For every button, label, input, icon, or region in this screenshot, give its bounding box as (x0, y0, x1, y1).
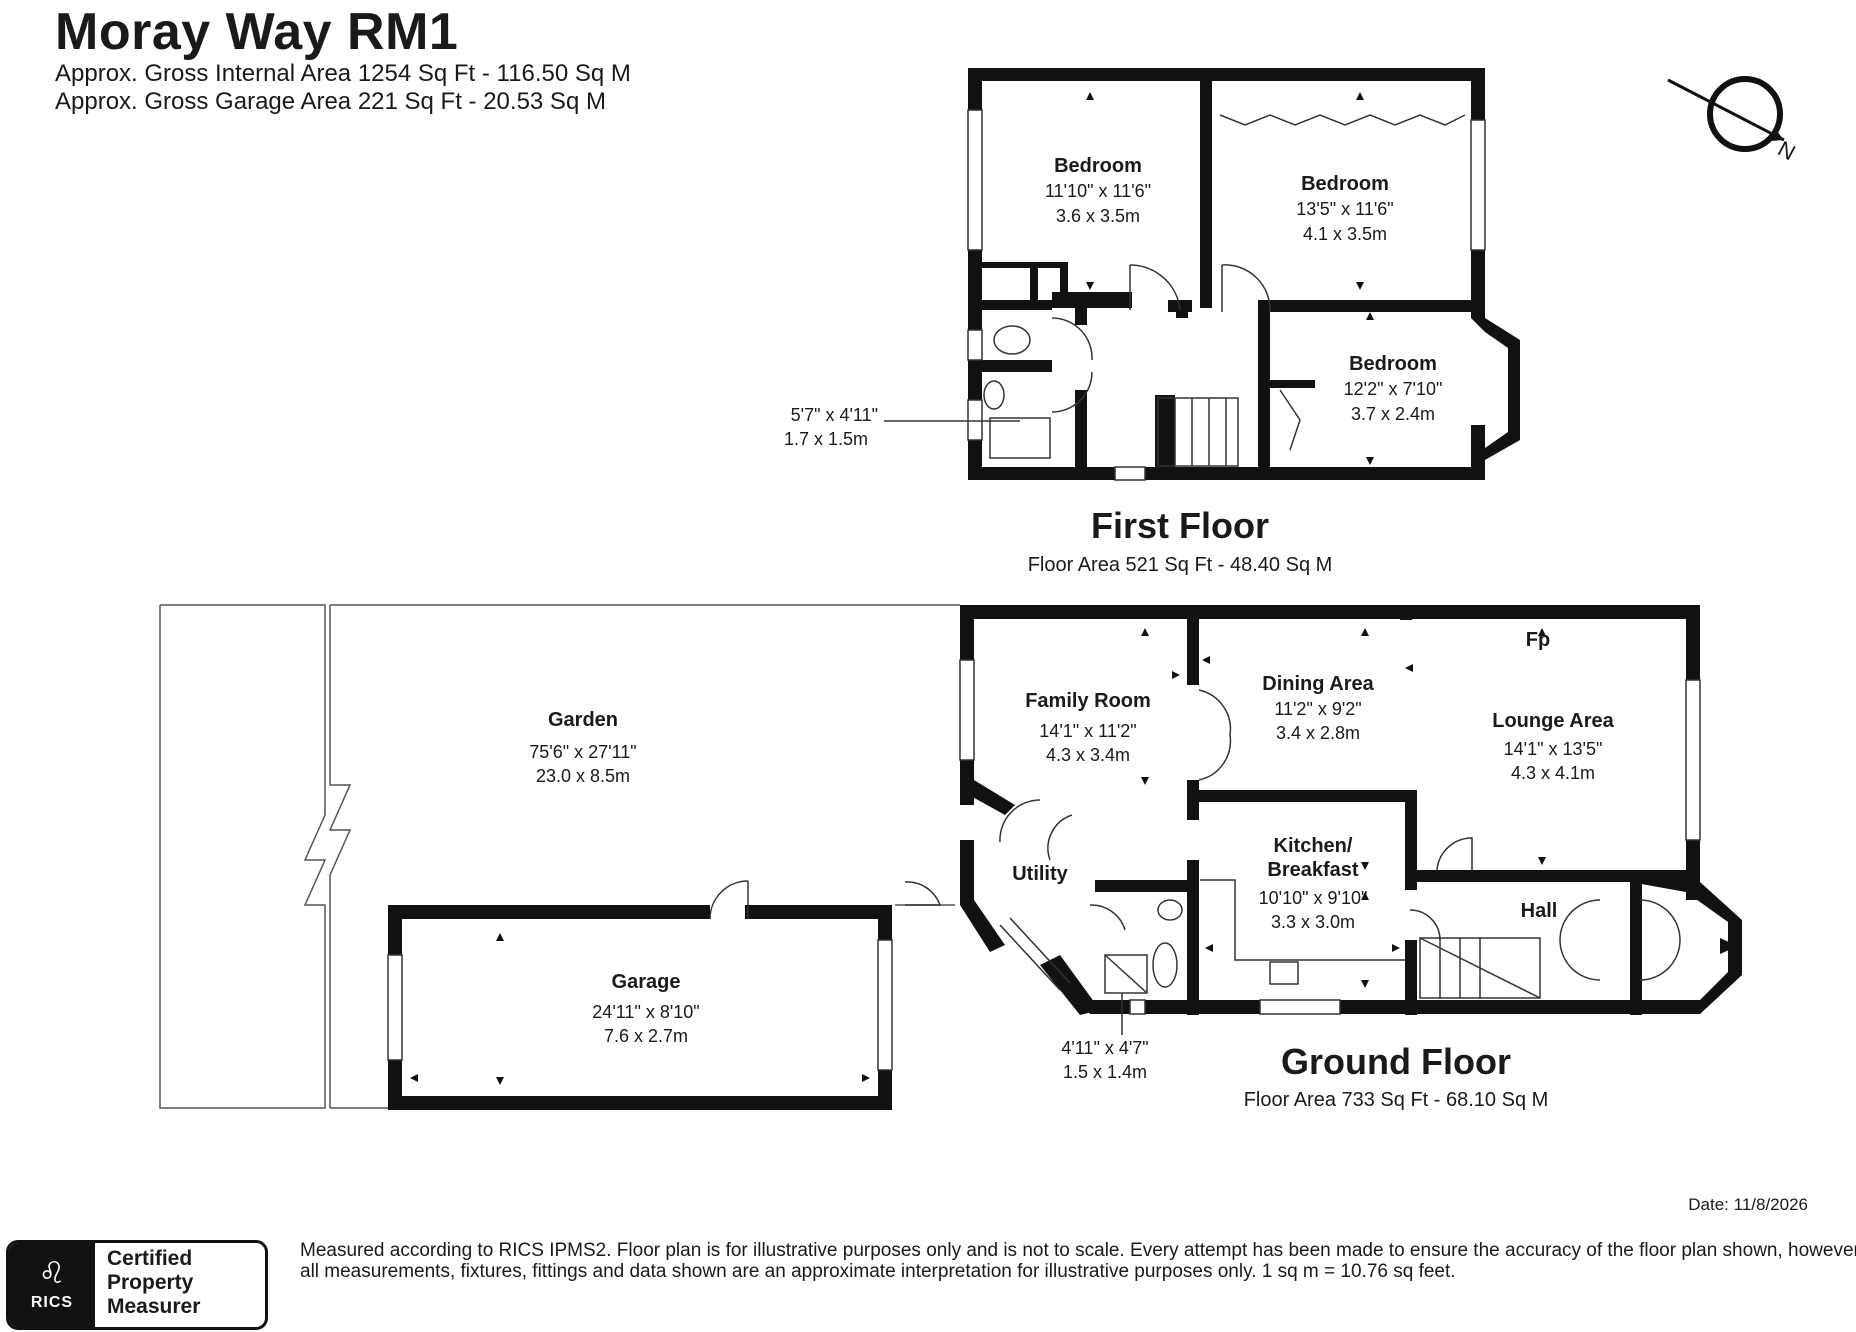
room-name-line2: Breakfast (1267, 859, 1359, 881)
room-dimensions-metric: 4.3 x 4.1m (1511, 763, 1595, 783)
room-name: Kitchen/ (1274, 835, 1353, 857)
room-name: Lounge Area (1492, 710, 1614, 732)
first-floor-fixtures (967, 109, 1486, 481)
shower-dimensions-imperial: 4'11" x 4'7" (1061, 1038, 1148, 1058)
rics-org-label: RICS (30, 1294, 74, 1311)
badge-line-property: Property (107, 1271, 194, 1294)
room-dimensions-metric: 3.4 x 2.8m (1276, 723, 1360, 743)
room-name: Bedroom (1349, 353, 1437, 375)
garage-dimensions-metric: 7.6 x 2.7m (604, 1026, 688, 1046)
rics-logo: ♌ RICS (9, 1243, 95, 1327)
ground-floor-title: Ground Floor (1281, 1041, 1511, 1082)
garden-dimensions-imperial: 75'6" x 27'11" (529, 742, 636, 762)
garden-name: Garden (548, 709, 618, 731)
room-dimensions-metric: 3.7 x 2.4m (1351, 404, 1435, 424)
ground-floor-area: Floor Area 733 Sq Ft - 68.10 Sq M (1244, 1089, 1549, 1111)
room-name: Family Room (1025, 690, 1151, 712)
hall-label: Hall (1521, 900, 1558, 922)
gross-internal-area: Approx. Gross Internal Area 1254 Sq Ft -… (55, 60, 631, 87)
ground-floor-plan (960, 605, 1742, 1015)
garden-outline (159, 604, 960, 1109)
room-dimensions-metric: 4.3 x 3.4m (1046, 745, 1130, 765)
garage-name: Garage (612, 971, 681, 993)
utility-label: Utility (1012, 863, 1068, 885)
garage-fixtures (387, 880, 893, 1071)
room-name: Bedroom (1054, 155, 1142, 177)
lion-icon: ♌ (38, 1257, 66, 1290)
room-dimensions-imperial: 11'2" x 9'2" (1274, 699, 1361, 719)
room-dimensions-imperial: 13'5" x 11'6" (1296, 199, 1393, 219)
rics-certified-badge: ♌ RICS Certified Property Measurer (6, 1240, 268, 1330)
garage-dimension-marks (410, 933, 870, 1085)
room-dimensions-imperial: 14'1" x 11'2" (1039, 721, 1136, 741)
badge-line-measurer: Measurer (107, 1295, 201, 1318)
compass-icon: N (1667, 76, 1800, 165)
room-dimensions-imperial: 14'1" x 13'5" (1504, 739, 1603, 759)
room-dimensions-imperial: 12'2" x 7'10" (1344, 379, 1443, 399)
room-dimensions-imperial: 11'10" x 11'6" (1045, 181, 1151, 201)
garden-dimensions-metric: 23.0 x 8.5m (536, 766, 630, 786)
badge-line-certified: Certified (107, 1247, 193, 1270)
first-floor-area: Floor Area 521 Sq Ft - 48.40 Sq M (1028, 554, 1333, 576)
first-floor-dimension-marks (1086, 92, 1374, 465)
bathroom-dimensions-metric: 1.7 x 1.5m (784, 429, 868, 449)
badge-text: Certified Property Measurer (95, 1243, 200, 1327)
garage-dimensions-imperial: 24'11" x 8'10" (592, 1002, 699, 1022)
plan-date: Date: 11/8/2026 (1688, 1195, 1808, 1214)
bathroom-dimensions-imperial: 5'7" x 4'11" (791, 405, 878, 425)
first-floor-title: First Floor (1091, 505, 1269, 546)
room-dimensions-metric: 3.6 x 3.5m (1056, 206, 1140, 226)
ground-floor-dimension-marks (1141, 628, 1738, 1010)
plan-title: Moray Way RM1 (55, 3, 459, 61)
room-dimensions-metric: 3.3 x 3.0m (1271, 912, 1355, 932)
fireplace-label: Fp (1526, 629, 1550, 651)
room-dimensions-imperial: 10'10" x 9'10" (1259, 888, 1368, 908)
room-dimensions-metric: 4.1 x 3.5m (1303, 224, 1387, 244)
room-name: Bedroom (1301, 173, 1389, 195)
shower-dimensions-metric: 1.5 x 1.4m (1063, 1062, 1147, 1082)
garage-plan (388, 905, 892, 1110)
ground-floor-fixtures (904, 659, 1701, 1015)
gross-garage-area: Approx. Gross Garage Area 221 Sq Ft - 20… (55, 88, 606, 115)
room-name: Dining Area (1262, 673, 1374, 695)
disclaimer-text: Measured according to RICS IPMS2. Floor … (300, 1240, 1856, 1282)
first-floor-plan (968, 68, 1520, 480)
